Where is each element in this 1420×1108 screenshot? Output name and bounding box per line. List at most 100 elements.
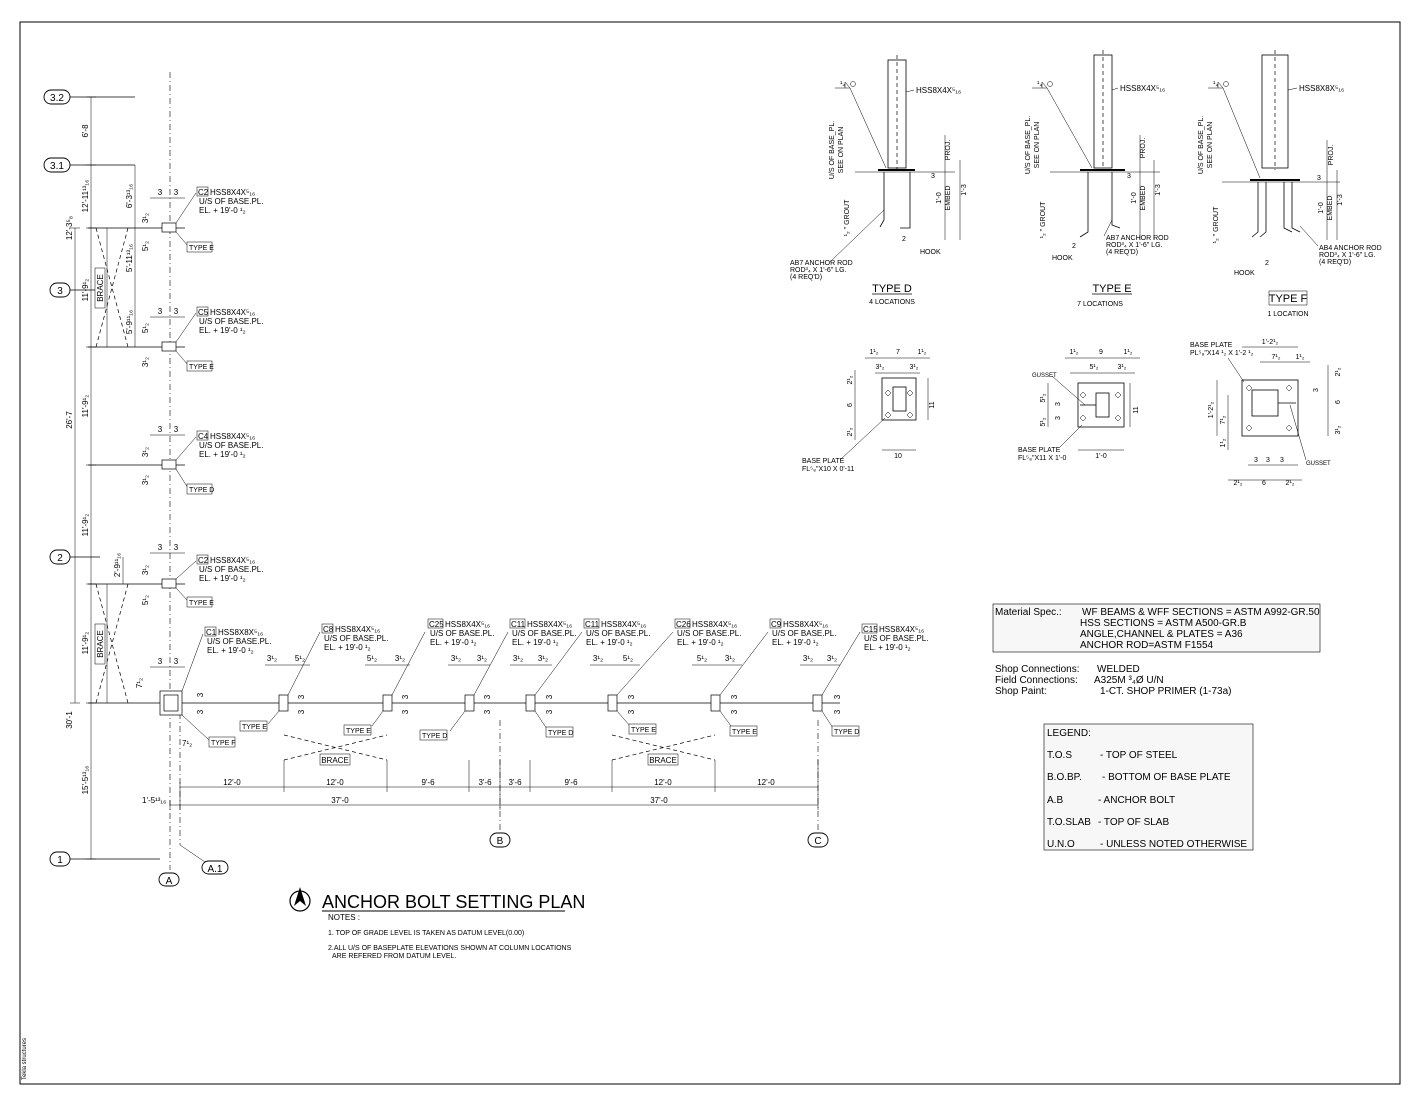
dim-text: 3 bbox=[833, 694, 842, 699]
dim-text: 1¹₂ bbox=[1124, 349, 1133, 356]
dim-text: 2'-9¹¹₁₆ bbox=[113, 553, 122, 577]
dim-text: 11'-9¹₂ bbox=[81, 514, 90, 537]
dim-text: 12'-0 bbox=[326, 778, 344, 787]
grid-label-3-2: 3.2 bbox=[50, 93, 64, 104]
dim-text: 3¹₂ bbox=[141, 475, 150, 485]
grid-bubble-col bbox=[201, 860, 229, 875]
detail-text: 1'-0 bbox=[1318, 202, 1325, 214]
dim-text: 2¹₂ bbox=[1234, 480, 1243, 487]
dim-text: 5¹₂ bbox=[697, 654, 707, 663]
dim-text: 3 bbox=[174, 657, 179, 666]
sheet-border bbox=[19, 21, 1401, 1085]
legend-meaning: - UNLESS NOTED OTHERWISE bbox=[1100, 839, 1247, 850]
material-line: ANGLE,CHANNEL & PLATES = A36 bbox=[1080, 629, 1243, 640]
detail-text: 1'-3 bbox=[961, 184, 968, 196]
dim-text: 3¹₂ bbox=[803, 654, 813, 663]
dim-text: 3¹₂ bbox=[395, 654, 405, 663]
dim-text: 3 bbox=[158, 543, 163, 552]
anchor-text: AB7 ANCHOR ROD bbox=[790, 260, 853, 267]
column-elev: EL. + 19'-0 ¹₂ bbox=[677, 638, 724, 647]
dim-text: 3 bbox=[297, 709, 306, 714]
dim-text: 1'-0 bbox=[1095, 453, 1107, 460]
type-tag: TYPE E bbox=[189, 245, 214, 252]
dim-text: 3 bbox=[730, 709, 739, 714]
grid-bubble-col bbox=[489, 832, 511, 848]
anchor-text: AB7 ANCHOR ROD bbox=[1106, 235, 1169, 242]
dim-text: 5¹₂ bbox=[1040, 417, 1047, 426]
column-section: HSS8X4X⁵₁₆ bbox=[445, 620, 490, 629]
detail-text: SEE ON PLAN bbox=[838, 127, 845, 174]
dim-text: 3¹₂ bbox=[477, 654, 487, 663]
column-section: HSS8X4X⁵₁₆ bbox=[210, 188, 255, 197]
detail-text: 3 bbox=[1127, 173, 1131, 180]
grid-label-1: 1 bbox=[57, 855, 63, 866]
dim-text: 3¹₂ bbox=[141, 213, 150, 223]
dim-text: 3¹₂ bbox=[593, 654, 603, 663]
detail-type-e: HSS8X4X⁵₁₆ ¹₄ U/S OF BASE_PL. SEE ON PLA… bbox=[1018, 50, 1169, 462]
column-elev: EL. + 19'-0 ¹₂ bbox=[512, 638, 559, 647]
type-tag: TYPE D bbox=[422, 733, 447, 740]
legend-heading: LEGEND: bbox=[1047, 728, 1091, 739]
column-base: U/S OF BASE.PL. bbox=[586, 629, 650, 638]
dim-text: 3¹₂ bbox=[1118, 364, 1127, 371]
column-elev: EL. + 19'-0 ¹₂ bbox=[199, 450, 246, 459]
legend-meaning: - ANCHOR BOLT bbox=[1098, 795, 1175, 806]
dim-text: 3 bbox=[627, 694, 636, 699]
section-label: HSS8X8X⁵₁₆ bbox=[1299, 84, 1344, 93]
dim-text: 3 bbox=[1280, 457, 1284, 464]
column-section: HSS8X4X⁵₁₆ bbox=[601, 620, 646, 629]
dim-text: 12'-0 bbox=[757, 778, 775, 787]
detail-text: HOOK bbox=[1234, 270, 1255, 277]
dim-text: 3 bbox=[833, 709, 842, 714]
dim-text: 3 bbox=[545, 709, 554, 714]
column-elev: EL. + 19'-0 ¹₂ bbox=[430, 638, 477, 647]
dim-text: 5¹₂ bbox=[141, 241, 150, 251]
dim-text: 3 bbox=[730, 694, 739, 699]
detail-text: 2 bbox=[1072, 243, 1076, 250]
note-line: 2.ALL U/S OF BASEPLATE ELEVATIONS SHOWN … bbox=[328, 945, 572, 952]
brace-label: BRACE bbox=[96, 274, 105, 302]
grid-label-a: A bbox=[166, 876, 173, 887]
legend-abbr: B.O.BP. bbox=[1047, 772, 1082, 783]
dim-text: 1'-2¹₂ bbox=[1262, 339, 1279, 346]
column-section: HSS8X4X⁵₁₆ bbox=[527, 620, 572, 629]
dim-text: 1'-2¹₂ bbox=[1208, 401, 1215, 418]
row-dimensions: 6'-8 12'-11¹³₁₆ 12'-3⁵₈ 11'-9¹₂ 11'-9¹₂ … bbox=[65, 124, 134, 794]
column-base: U/S OF BASE.PL. bbox=[324, 634, 388, 643]
legend-abbr: T.O.S bbox=[1047, 750, 1072, 761]
dim-text: 5'-11¹³₁₆ bbox=[125, 244, 134, 272]
dim-text: 3¹₂ bbox=[876, 364, 885, 371]
type-tag: TYPE F bbox=[211, 740, 236, 747]
dim-text: 9'-6 bbox=[421, 778, 435, 787]
detail-title: TYPE F bbox=[1269, 293, 1308, 305]
column-elev: EL. + 19'-0 ¹₂ bbox=[199, 574, 246, 583]
material-label: Material Spec.: bbox=[995, 607, 1062, 618]
dim-text: 3 bbox=[174, 307, 179, 316]
section-label: HSS8X4X⁵₁₆ bbox=[1120, 84, 1165, 93]
title-block: ANCHOR BOLT SETTING PLAN NOTES : 1. TOP … bbox=[289, 887, 585, 960]
dim-text: 11'-9¹₂ bbox=[81, 279, 90, 302]
column-elev: EL. + 19'-0 ¹₂ bbox=[772, 638, 819, 647]
column-section: HSS8X4X⁵₁₆ bbox=[210, 432, 255, 441]
column-base: U/S OF BASE.PL. bbox=[512, 629, 576, 638]
grid-bubble-row bbox=[43, 157, 71, 173]
detail-text: 3 bbox=[931, 173, 935, 180]
legend-meaning: - TOP OF SLAB bbox=[1098, 817, 1169, 828]
detail-text: 2 bbox=[902, 236, 906, 243]
note-line: 1. TOP OF GRADE LEVEL IS TAKEN AS DATUM … bbox=[328, 930, 524, 937]
dim-text: 6 bbox=[847, 403, 854, 407]
type-tag: TYPE E bbox=[189, 600, 214, 607]
detail-text: PROJ. bbox=[945, 140, 952, 161]
column-mark: C5 bbox=[198, 308, 209, 317]
detail-text: PL⁵₈"X14 ¹₂ X 1'-2 ¹₂ bbox=[1190, 350, 1254, 357]
dim-text: 3 bbox=[196, 692, 205, 697]
dim-text: 15'-5¹³₁₆ bbox=[81, 766, 90, 795]
detail-text: ¹₂ " GROUT bbox=[844, 199, 851, 236]
dim-text: 5¹₂ bbox=[367, 654, 377, 663]
dim-text: 6 bbox=[1262, 480, 1266, 487]
type-tag: TYPE D bbox=[834, 729, 859, 736]
dim-text: 11'-9¹₂ bbox=[81, 632, 90, 655]
north-arrow-icon bbox=[294, 887, 306, 906]
material-spec: Material Spec.: WF BEAMS & WFF SECTIONS … bbox=[992, 603, 1321, 697]
